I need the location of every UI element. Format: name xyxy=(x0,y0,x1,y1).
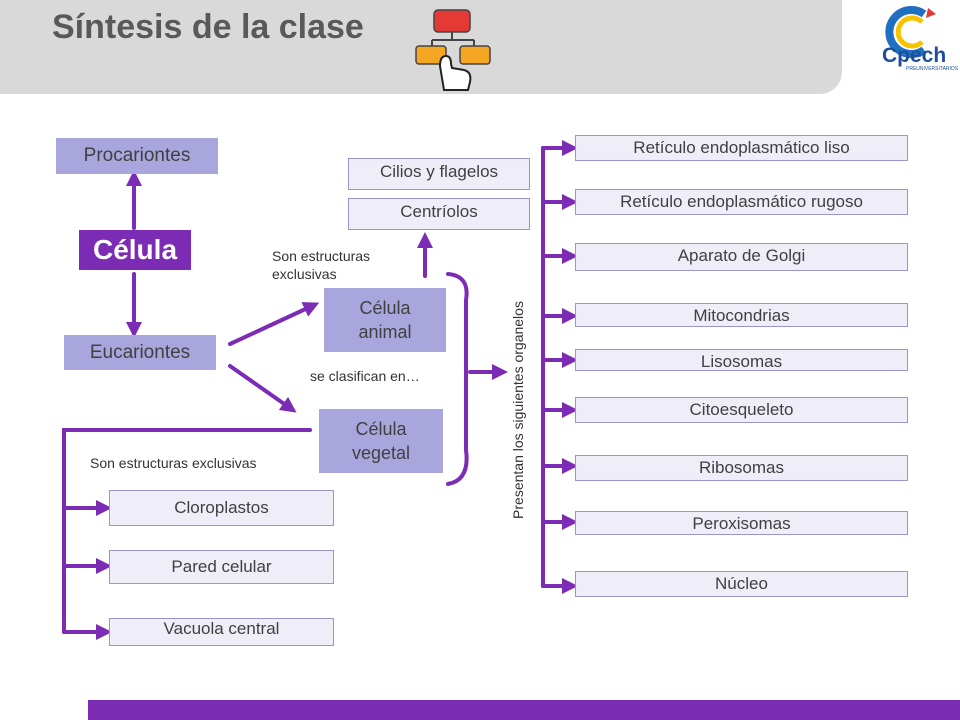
hand-flowchart-icon xyxy=(415,9,491,91)
organelle-8: Núcleo xyxy=(575,571,908,597)
organelle-6: Ribosomas xyxy=(575,455,908,481)
label-exclusivas-animal: Son estructuras exclusivas xyxy=(272,248,371,282)
organelle-1: Retículo endoplasmático rugoso xyxy=(575,189,908,215)
organelle-0: Retículo endoplasmático liso xyxy=(575,135,908,161)
organelle-7: Peroxisomas xyxy=(575,511,908,535)
arrow-to-celula-vegetal xyxy=(228,364,297,413)
celula-vegetal-box: Célula vegetal xyxy=(319,409,443,473)
plant-structure-2: Vacuola central xyxy=(109,618,334,646)
plant-structure-0: Cloroplastos xyxy=(109,490,334,526)
label-clasifican: se clasifican en… xyxy=(310,368,420,384)
plant-structure-1: Pared celular xyxy=(109,550,334,584)
logo-subtext: PREUNIVERSITARIOS xyxy=(906,66,959,72)
label-organelos: Presentan los siguientes organelos xyxy=(510,301,526,519)
procariontes-box: Procariontes xyxy=(56,138,218,174)
logo-text: Cpech xyxy=(882,44,947,67)
organelle-2: Aparato de Golgi xyxy=(575,243,908,271)
organelle-5: Citoesqueleto xyxy=(575,397,908,423)
arrow-to-celula-animal xyxy=(228,302,320,346)
brace xyxy=(446,272,469,486)
cpech-logo: Cpech PREUNIVERSITARIOS xyxy=(876,4,959,76)
page-title: Síntesis de la clase xyxy=(52,8,364,46)
celula-box: Célula xyxy=(79,230,191,270)
organelle-3: Mitocondrias xyxy=(575,303,908,327)
animal-structure-0: Cilios y flagelos xyxy=(348,158,530,190)
footer-bar xyxy=(88,700,960,720)
animal-structure-1: Centríolos xyxy=(348,198,530,230)
celula-animal-box: Célula animal xyxy=(324,288,446,352)
organelle-4: Lisosomas xyxy=(575,349,908,371)
eucariontes-box: Eucariontes xyxy=(64,335,216,370)
label-exclusivas-vegetal: Son estructuras exclusivas xyxy=(90,455,257,471)
